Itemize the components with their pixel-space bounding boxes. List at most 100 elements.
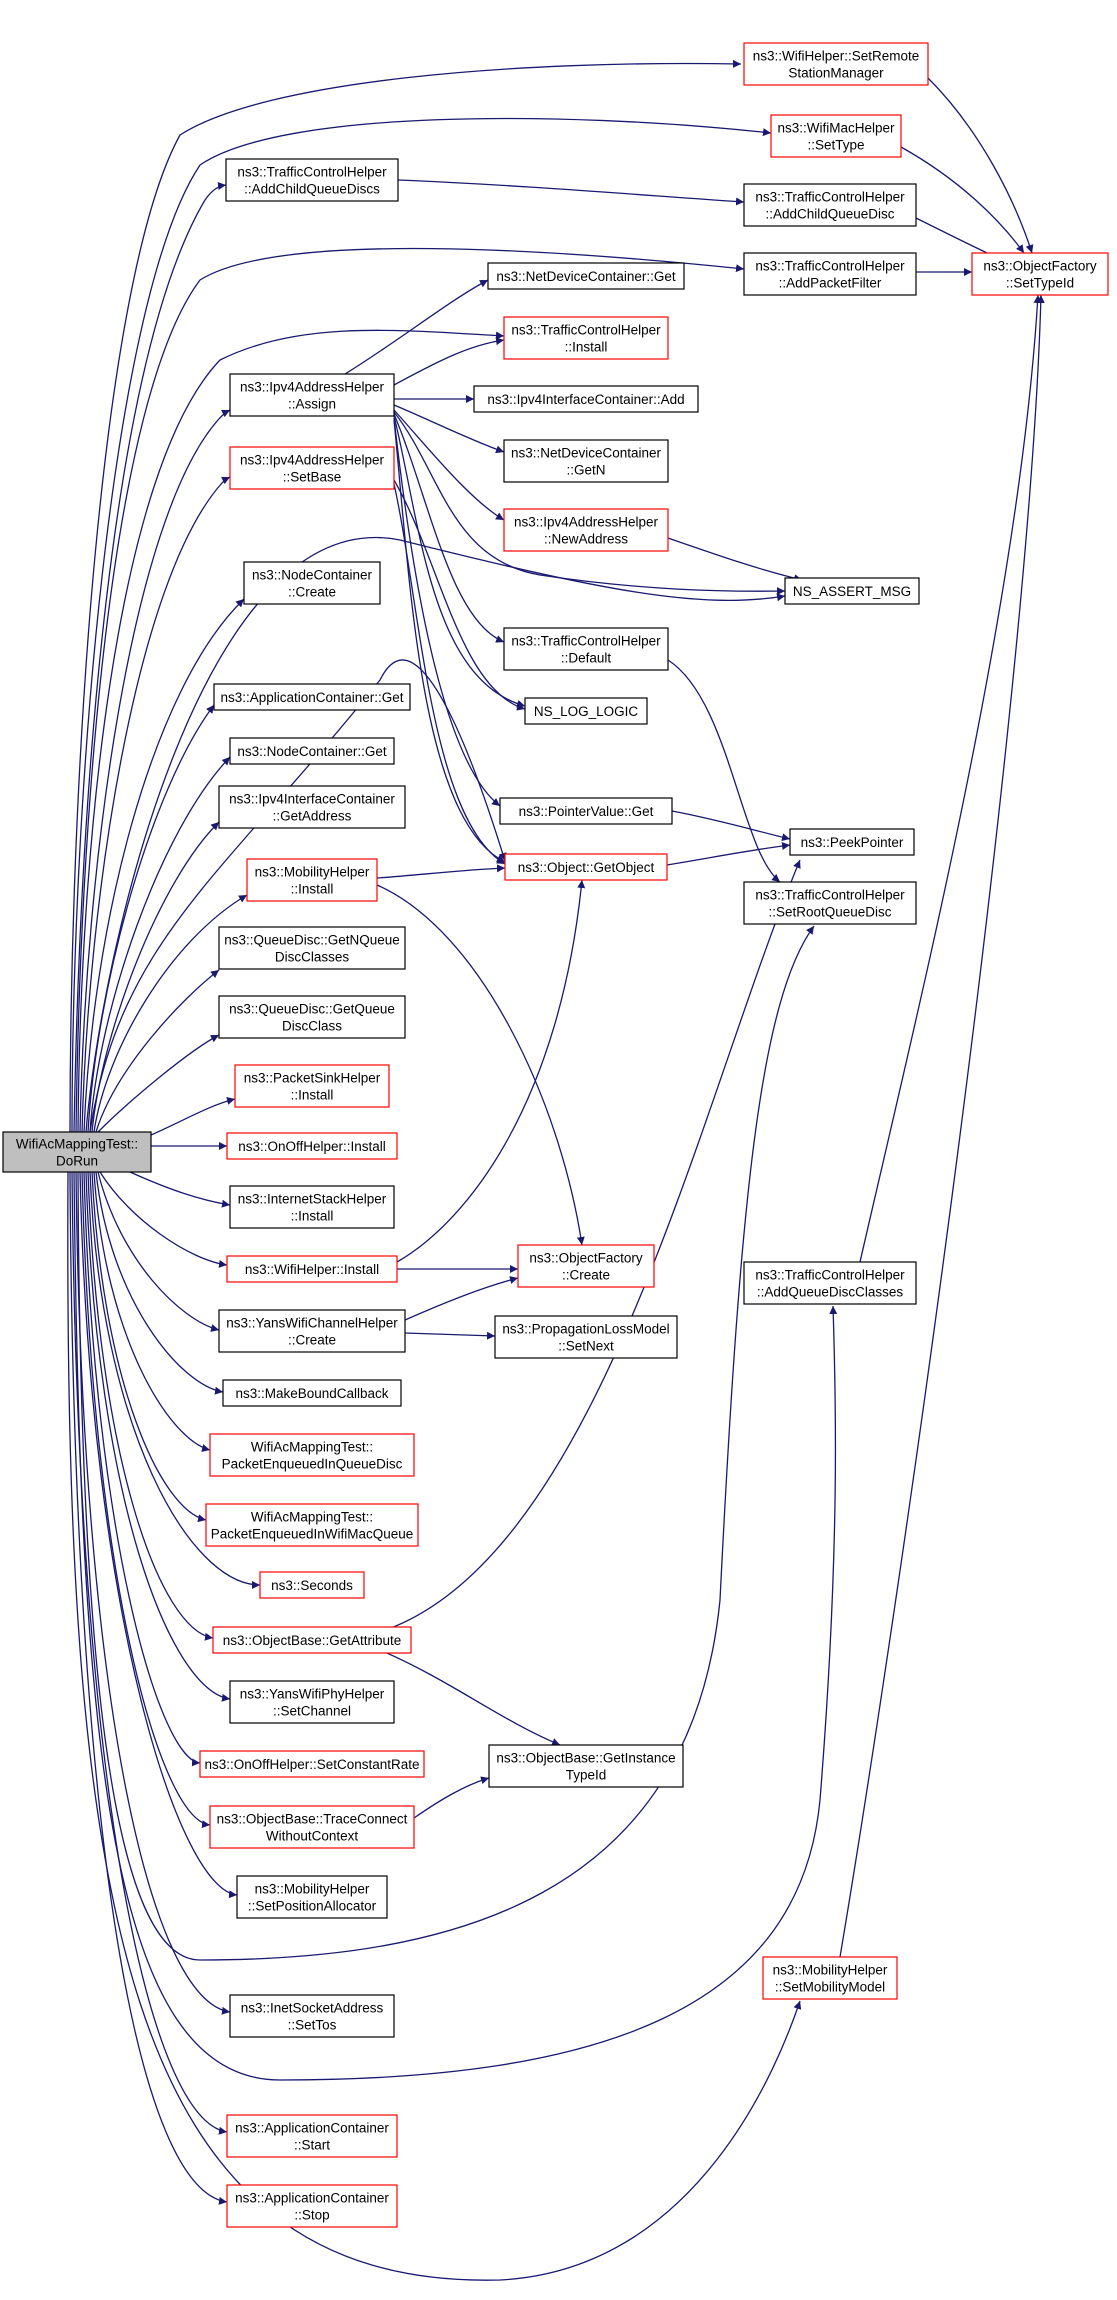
- node-box[interactable]: [234, 1064, 390, 1108]
- node-mbc[interactable]: ns3::MakeBoundCallback: [222, 1379, 402, 1407]
- node-ywcCreate[interactable]: ns3::YansWifiChannelHelper::Create: [218, 1309, 406, 1353]
- node-mobInstall[interactable]: ns3::MobilityHelper::Install: [246, 858, 378, 902]
- node-box[interactable]: [222, 1379, 402, 1407]
- node-plmSetNext[interactable]: ns3::PropagationLossModel::SetNext: [494, 1315, 678, 1359]
- node-ipv4NewAddr[interactable]: ns3::Ipv4AddressHelper::NewAddress: [503, 508, 669, 552]
- node-box[interactable]: [784, 577, 920, 605]
- node-pvGet[interactable]: ns3::PointerValue::Get: [499, 797, 673, 825]
- node-box[interactable]: [243, 561, 381, 605]
- node-box[interactable]: [236, 1875, 388, 1919]
- node-box[interactable]: [503, 316, 669, 360]
- node-box[interactable]: [226, 1132, 398, 1160]
- node-ncCreate[interactable]: ns3::NodeContainer::Create: [243, 561, 381, 605]
- node-peekPtr[interactable]: ns3::PeekPointer: [789, 828, 915, 856]
- node-mobSetPos[interactable]: ns3::MobilityHelper::SetPositionAllocato…: [236, 1875, 388, 1919]
- node-box[interactable]: [226, 2184, 398, 2228]
- node-box[interactable]: [229, 1680, 395, 1724]
- node-root[interactable]: WifiAcMappingTest::DoRun: [2, 1131, 152, 1173]
- node-box[interactable]: [743, 42, 929, 86]
- node-isaSetTos[interactable]: ns3::InetSocketAddress::SetTos: [229, 1994, 395, 2038]
- node-objGetObject[interactable]: ns3::Object::GetObject: [504, 853, 668, 881]
- node-box[interactable]: [503, 439, 669, 483]
- node-box[interactable]: [226, 1255, 398, 1283]
- node-box[interactable]: [743, 252, 917, 296]
- node-setRootQd[interactable]: ns3::TrafficControlHelper::SetRootQueueD…: [743, 881, 917, 925]
- node-seconds[interactable]: ns3::Seconds: [259, 1571, 365, 1599]
- node-tchDefault[interactable]: ns3::TrafficControlHelper::Default: [503, 627, 669, 671]
- node-box[interactable]: [218, 785, 406, 829]
- node-addChild1[interactable]: ns3::TrafficControlHelper::AddChildQueue…: [225, 158, 399, 202]
- node-box[interactable]: [473, 385, 699, 413]
- node-box[interactable]: [499, 797, 673, 825]
- node-ofSetTypeId[interactable]: ns3::ObjectFactory::SetTypeId: [971, 252, 1109, 296]
- node-acStart[interactable]: ns3::ApplicationContainer::Start: [226, 2114, 398, 2158]
- node-box[interactable]: [226, 2114, 398, 2158]
- node-box[interactable]: [743, 1261, 917, 1305]
- node-appGet[interactable]: ns3::ApplicationContainer::Get: [213, 683, 411, 711]
- node-psInstall[interactable]: ns3::PacketSinkHelper::Install: [234, 1064, 390, 1108]
- node-box[interactable]: [212, 1626, 412, 1654]
- node-ncGet[interactable]: ns3::NodeContainer::Get: [229, 737, 395, 765]
- node-tchInstall[interactable]: ns3::TrafficControlHelper::Install: [503, 316, 669, 360]
- node-box[interactable]: [218, 995, 406, 1039]
- node-box[interactable]: [743, 183, 917, 227]
- node-ipv4IcAdd[interactable]: ns3::Ipv4InterfaceContainer::Add: [473, 385, 699, 413]
- node-addQdClasses[interactable]: ns3::TrafficControlHelper::AddQueueDiscC…: [743, 1261, 917, 1305]
- node-macSetType[interactable]: ns3::WifiMacHelper::SetType: [770, 114, 902, 158]
- node-box[interactable]: [504, 853, 668, 881]
- node-box[interactable]: [225, 158, 399, 202]
- node-box[interactable]: [209, 1433, 415, 1477]
- node-box[interactable]: [229, 1185, 395, 1229]
- node-box[interactable]: [517, 1244, 655, 1288]
- node-box[interactable]: [2, 1131, 152, 1173]
- node-box[interactable]: [503, 508, 669, 552]
- node-box[interactable]: [213, 683, 411, 711]
- node-ipv4IcGetAddr[interactable]: ns3::Ipv4InterfaceContainer::GetAddress: [218, 785, 406, 829]
- node-box[interactable]: [229, 373, 395, 417]
- node-peQd[interactable]: WifiAcMappingTest::PacketEnqueuedInQueue…: [209, 1433, 415, 1477]
- node-box[interactable]: [503, 627, 669, 671]
- node-box[interactable]: [205, 1503, 419, 1547]
- node-box[interactable]: [218, 1309, 406, 1353]
- node-addChild2[interactable]: ns3::TrafficControlHelper::AddChildQueue…: [743, 183, 917, 227]
- node-ipv4SetBase[interactable]: ns3::Ipv4AddressHelper::SetBase: [229, 446, 395, 490]
- node-box[interactable]: [229, 446, 395, 490]
- node-addFilter[interactable]: ns3::TrafficControlHelper::AddPacketFilt…: [743, 252, 917, 296]
- node-mobSetModel[interactable]: ns3::MobilityHelper::SetMobilityModel: [762, 1956, 898, 2000]
- node-box[interactable]: [218, 926, 406, 970]
- node-box[interactable]: [789, 828, 915, 856]
- node-box[interactable]: [524, 697, 648, 725]
- node-ipv4Assign[interactable]: ns3::Ipv4AddressHelper::Assign: [229, 373, 395, 417]
- node-nsAssert[interactable]: NS_ASSERT_MSG: [784, 577, 920, 605]
- node-isInstall[interactable]: ns3::InternetStackHelper::Install: [229, 1185, 395, 1229]
- node-box[interactable]: [246, 858, 378, 902]
- node-box[interactable]: [743, 881, 917, 925]
- node-peMac[interactable]: WifiAcMappingTest::PacketEnqueuedInWifiM…: [205, 1503, 419, 1547]
- node-box[interactable]: [762, 1956, 898, 2000]
- node-ndcGetN[interactable]: ns3::NetDeviceContainer::GetN: [503, 439, 669, 483]
- node-nsLog[interactable]: NS_LOG_LOGIC: [524, 697, 648, 725]
- node-ooInstall[interactable]: ns3::OnOffHelper::Install: [226, 1132, 398, 1160]
- node-acStop[interactable]: ns3::ApplicationContainer::Stop: [226, 2184, 398, 2228]
- node-box[interactable]: [770, 114, 902, 158]
- node-wifiInstall[interactable]: ns3::WifiHelper::Install: [226, 1255, 398, 1283]
- node-box[interactable]: [229, 737, 395, 765]
- node-box[interactable]: [229, 1994, 395, 2038]
- node-box[interactable]: [494, 1315, 678, 1359]
- node-ywpSetChan[interactable]: ns3::YansWifiPhyHelper::SetChannel: [229, 1680, 395, 1724]
- node-obTrace[interactable]: ns3::ObjectBase::TraceConnectWithoutCont…: [209, 1805, 415, 1849]
- node-box[interactable]: [971, 252, 1109, 296]
- node-box[interactable]: [487, 262, 685, 290]
- node-box[interactable]: [199, 1750, 425, 1778]
- node-ofCreate[interactable]: ns3::ObjectFactory::Create: [517, 1244, 655, 1288]
- node-obGetAttr[interactable]: ns3::ObjectBase::GetAttribute: [212, 1626, 412, 1654]
- node-box[interactable]: [259, 1571, 365, 1599]
- node-ooSetRate[interactable]: ns3::OnOffHelper::SetConstantRate: [199, 1750, 425, 1778]
- node-ndcGet[interactable]: ns3::NetDeviceContainer::Get: [487, 262, 685, 290]
- node-box[interactable]: [209, 1805, 415, 1849]
- node-box[interactable]: [488, 1744, 684, 1788]
